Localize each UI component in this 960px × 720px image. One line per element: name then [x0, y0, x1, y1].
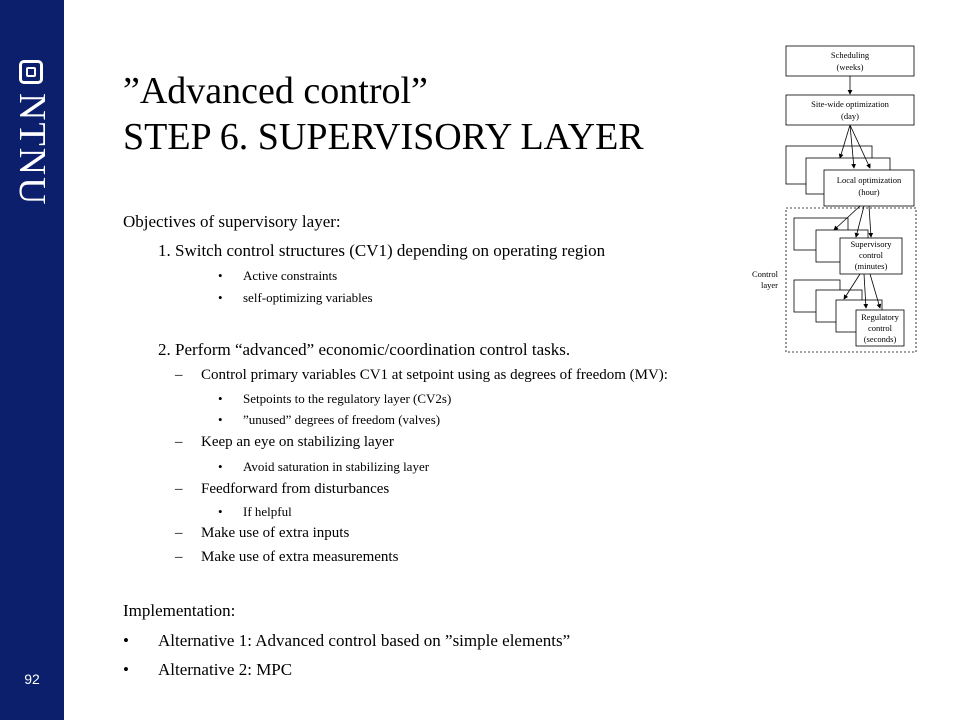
- title-line-2: STEP 6. SUPERVISORY LAYER: [123, 116, 644, 158]
- scheduling-sub: (weeks): [837, 62, 864, 72]
- alternative-1: Alternative 1: Advanced control based on…: [158, 631, 571, 650]
- scheduling-box: [785, 45, 915, 77]
- dash-icon: –: [175, 525, 183, 541]
- bullet-icon: •: [218, 391, 223, 406]
- regulatory-sub-1: control: [868, 323, 893, 333]
- dash-icon: –: [175, 549, 183, 565]
- objective-item-1: 1. Switch control structures (CV1) depen…: [158, 241, 606, 260]
- ntnu-logo-icon: [19, 60, 43, 84]
- dash-icon: –: [175, 481, 183, 497]
- dash2-bullet-1: Avoid saturation in stabilizing layer: [243, 459, 430, 474]
- supervisory-box: [839, 237, 903, 275]
- bullet-icon: •: [218, 290, 223, 305]
- slide-number: 92: [24, 671, 40, 687]
- dash1-bullet-1: Setpoints to the regulatory layer (CV2s): [243, 391, 452, 406]
- supervisory-sub-1: control: [859, 250, 884, 260]
- dash-item-5: Make use of extra measurements: [201, 549, 399, 565]
- ntnu-logo-text: NTNU: [11, 93, 53, 207]
- dash-item-3: Feedforward from disturbances: [201, 481, 390, 497]
- control-layer-label-1: Control: [752, 269, 779, 279]
- bullet-icon: •: [218, 504, 223, 519]
- supervisory-label: Supervisory: [850, 239, 892, 249]
- objectives-heading: Objectives of supervisory layer:: [123, 212, 341, 231]
- scheduling-label: Scheduling: [831, 50, 870, 60]
- item1-bullet-1: Active constraints: [243, 268, 338, 283]
- sitewide-sub: (day): [841, 111, 859, 121]
- local-label: Local optimization: [837, 175, 902, 185]
- slide-title: ”Advanced control” STEP 6. SUPERVISORY L…: [123, 68, 644, 160]
- dash1-bullet-2: ”unused” degrees of freedom (valves): [243, 412, 441, 427]
- regulatory-sub-2: (seconds): [864, 334, 897, 344]
- implementation-heading: Implementation:: [123, 601, 236, 620]
- control-layer-region: [785, 207, 917, 353]
- sidebar: NTNU 92: [0, 0, 64, 720]
- bullet-icon: •: [218, 459, 223, 474]
- control-hierarchy-diagram: Scheduling (weeks) Site-wide optimizatio…: [752, 45, 917, 353]
- local-sub: (hour): [858, 187, 879, 197]
- control-layer-label-2: layer: [761, 280, 778, 290]
- dash-item-2: Keep an eye on stabilizing layer: [201, 434, 394, 450]
- dash-item-1: Control primary variables CV1 at setpoin…: [201, 367, 668, 383]
- regulatory-label: Regulatory: [861, 312, 900, 322]
- dash-icon: –: [175, 434, 183, 450]
- alternative-2: Alternative 2: MPC: [158, 660, 293, 679]
- bullet-icon: •: [218, 412, 223, 427]
- bullet-icon: •: [218, 268, 223, 283]
- title-line-1: ”Advanced control”: [123, 70, 428, 112]
- dash-icon: –: [175, 367, 183, 383]
- objective-item-2: 2. Perform “advanced” economic/coordinat…: [158, 340, 571, 359]
- item1-bullet-2: self-optimizing variables: [243, 290, 373, 305]
- dash3-bullet-1: If helpful: [243, 504, 292, 519]
- regulatory-box: [855, 309, 905, 347]
- dash-item-4: Make use of extra inputs: [201, 525, 350, 541]
- sitewide-box: [785, 94, 915, 126]
- bullet-icon: •: [123, 631, 129, 650]
- bullet-icon: •: [123, 660, 129, 679]
- sitewide-label: Site-wide optimization: [811, 99, 889, 109]
- supervisory-sub-2: (minutes): [855, 261, 888, 271]
